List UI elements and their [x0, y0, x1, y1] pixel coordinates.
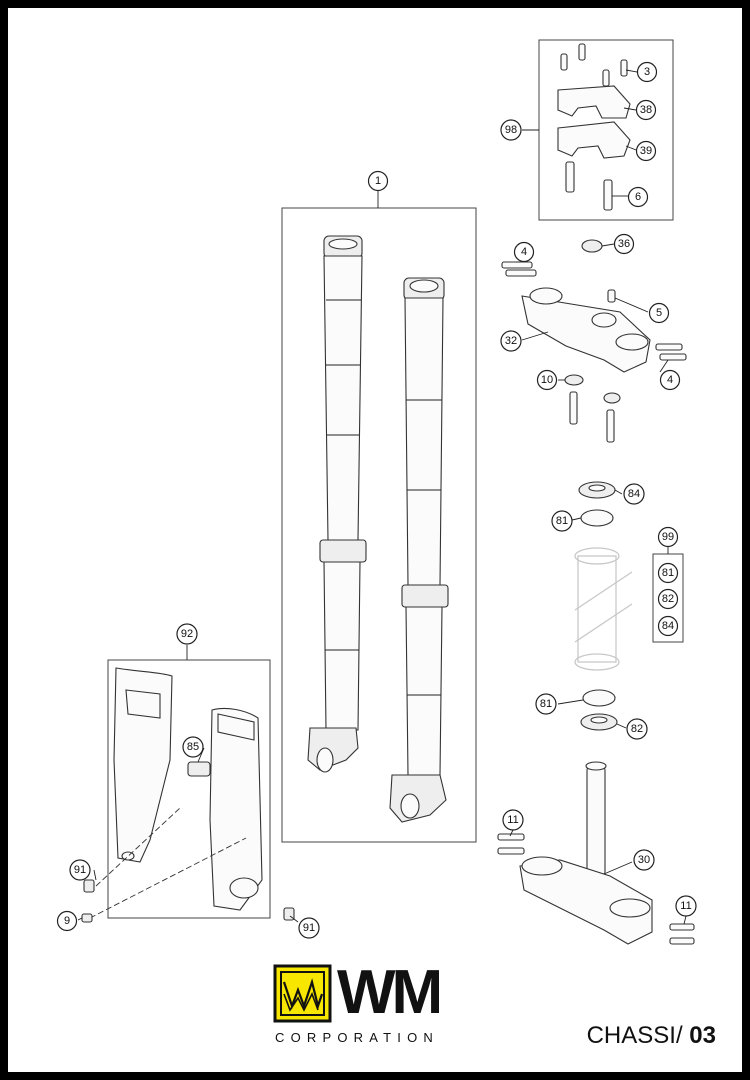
fork-assembly-box: [281, 190, 477, 843]
svg-text:98: 98: [505, 124, 517, 136]
svg-text:82: 82: [631, 723, 643, 735]
callout-98: 98: [500, 119, 522, 141]
brand-logo-text: WM: [337, 958, 443, 1027]
callout-82-kit: 82: [657, 588, 679, 610]
svg-text:3: 3: [644, 66, 650, 78]
lower-clamp-39: [557, 121, 631, 159]
svg-text:81: 81: [662, 567, 674, 579]
section-label-text: CHASSI/: [586, 1022, 683, 1049]
svg-text:81: 81: [540, 698, 552, 710]
svg-text:11: 11: [507, 814, 518, 826]
bolts-11-upper: [497, 833, 525, 855]
fork-guard-left: [113, 667, 173, 863]
callout-4-upper: 4: [513, 241, 535, 263]
callout-84-upper: 84: [623, 483, 645, 505]
upper-clamp-38: [557, 85, 631, 119]
callout-39: 39: [635, 140, 657, 162]
bolts-3: [560, 43, 628, 87]
seal-84-upper: [578, 481, 616, 499]
callout-10: 10: [536, 369, 558, 391]
svg-text:32: 32: [505, 335, 517, 347]
handlebar-clamp-box: [522, 39, 674, 221]
svg-text:39: 39: [640, 145, 652, 157]
callout-81-lower: 81: [535, 693, 557, 715]
bolts-11-lower: [669, 923, 695, 945]
svg-text:92: 92: [181, 628, 193, 640]
svg-text:81: 81: [556, 515, 568, 527]
callout-11-upper: 11: [502, 809, 524, 831]
callout-82-lower: 82: [626, 718, 648, 740]
fork-leg-left: [307, 235, 367, 773]
svg-text:1: 1: [375, 175, 381, 187]
svg-text:4: 4: [667, 374, 673, 386]
callout-11-lower: 11: [675, 895, 697, 917]
callout-5: 5: [648, 302, 670, 324]
kit-99-box: [652, 546, 684, 643]
callout-81-upper: 81: [551, 510, 573, 532]
callout-38: 38: [635, 99, 657, 121]
brand-company-line: CORPORATION: [275, 1030, 440, 1045]
fork-guard-box: [107, 645, 271, 919]
svg-text:38: 38: [640, 104, 652, 116]
guard-mount-line-2: [95, 807, 181, 887]
svg-text:84: 84: [628, 488, 640, 500]
callout-6: 6: [627, 186, 649, 208]
svg-text:82: 82: [662, 593, 674, 605]
nut-36: [581, 239, 603, 253]
callout-32: 32: [500, 330, 522, 352]
svg-text:36: 36: [618, 238, 630, 250]
callout-99: 99: [657, 526, 679, 548]
bolt-5: [607, 289, 616, 303]
steering-stem-ghost: [574, 547, 633, 671]
lower-triple-clamp-30: [519, 761, 653, 945]
bearing-81-lower: [582, 689, 616, 707]
svg-text:91: 91: [303, 922, 315, 934]
callout-3: 3: [636, 61, 658, 83]
seal-82: [580, 713, 618, 731]
bolt-91-left: [83, 879, 95, 893]
svg-text:30: 30: [638, 854, 650, 866]
bearing-81-upper: [580, 509, 614, 527]
callout-81-kit: 81: [657, 562, 679, 584]
upper-triple-clamp-32: [521, 287, 651, 373]
svg-text:84: 84: [662, 620, 674, 632]
svg-text:99: 99: [662, 531, 674, 543]
leader-lines: [77, 69, 687, 925]
svg-text:10: 10: [541, 374, 553, 386]
svg-text:5: 5: [656, 307, 662, 319]
svg-text:9: 9: [64, 915, 70, 927]
svg-text:4: 4: [521, 246, 527, 258]
clamp-bolts-6: [565, 161, 613, 211]
callout-92: 92: [176, 623, 198, 645]
svg-text:6: 6: [635, 191, 641, 203]
callout-9: 9: [56, 910, 78, 932]
callout-85: 85: [182, 736, 204, 758]
screw-9: [81, 913, 93, 923]
svg-text:11: 11: [680, 900, 691, 912]
bolts-4-lower: [655, 343, 687, 361]
callout-84-kit: 84: [657, 615, 679, 637]
callout-4-lower: 4: [659, 369, 681, 391]
callout-30: 30: [633, 849, 655, 871]
guard-clamp-85: [187, 761, 211, 777]
guard-mount-line: [89, 837, 247, 919]
washer-10: [564, 374, 621, 443]
callout-1: 1: [367, 170, 389, 192]
bolts-4-upper: [501, 261, 537, 277]
callout-91-right: 91: [298, 917, 320, 939]
fork-guard-right: [209, 707, 263, 911]
svg-text:85: 85: [187, 741, 199, 753]
svg-text:91: 91: [74, 864, 86, 876]
callout-36: 36: [613, 233, 635, 255]
callout-91-left: 91: [69, 859, 91, 881]
fork-leg-right: [389, 277, 449, 823]
section-label: CHASSI/ 03: [587, 1022, 716, 1050]
section-number: 03: [689, 1022, 716, 1049]
wm-logo-emblem: [273, 964, 332, 1023]
